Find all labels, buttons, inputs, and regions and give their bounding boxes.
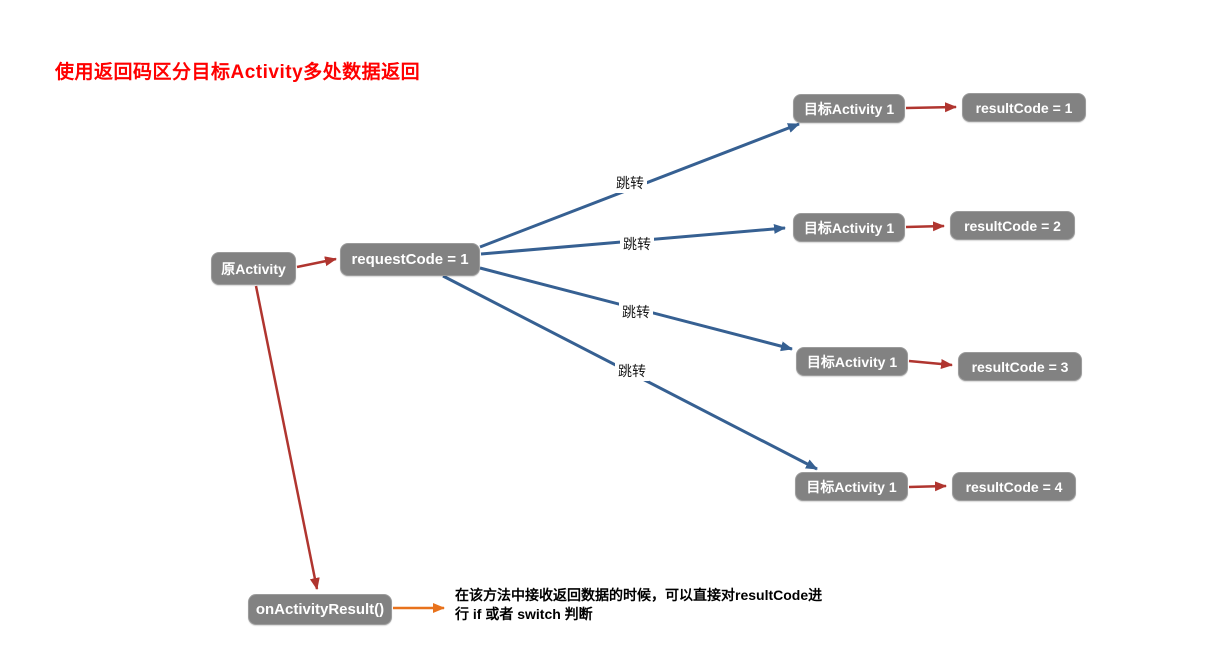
node-on-activity-result: onActivityResult()	[248, 594, 392, 625]
node-origin-activity: 原Activity	[211, 252, 296, 285]
jump-label-1: 跳转	[613, 173, 647, 193]
node-target-activity-1: 目标Activity 1	[793, 94, 905, 123]
source-to-request-arrow	[296, 256, 337, 269]
node-target-activity-4: 目标Activity 1	[795, 472, 908, 501]
diagram-title: 使用返回码区分目标Activity多处数据返回	[55, 62, 421, 83]
jump-label-4: 跳转	[615, 361, 649, 381]
node-target-activity-3: 目标Activity 1	[796, 347, 908, 376]
node-request-code: requestCode = 1	[340, 243, 480, 276]
target4-to-result4-arrow	[908, 481, 947, 492]
target2-to-result2-arrow	[905, 221, 945, 232]
node-result-code-2: resultCode = 2	[950, 211, 1075, 240]
annotation-line-1: 在该方法中接收返回数据的时候，可以直接对resultCode进	[455, 587, 823, 603]
target1-to-result1-arrow	[905, 102, 957, 113]
node-result-code-3: resultCode = 3	[958, 352, 1082, 381]
annotation-line-2: 行 if 或者 switch 判断	[455, 606, 593, 622]
jump-label-2: 跳转	[620, 234, 654, 254]
annotation-note: 在该方法中接收返回数据的时候，可以直接对resultCode进 行 if 或者 …	[455, 586, 822, 624]
node-result-code-4: resultCode = 4	[952, 472, 1076, 501]
node-result-code-1: resultCode = 1	[962, 93, 1086, 122]
source-to-callback-arrow	[254, 285, 320, 590]
jump-label-3: 跳转	[619, 302, 653, 322]
target3-to-result3-arrow	[908, 359, 953, 369]
node-target-activity-2: 目标Activity 1	[793, 213, 905, 242]
